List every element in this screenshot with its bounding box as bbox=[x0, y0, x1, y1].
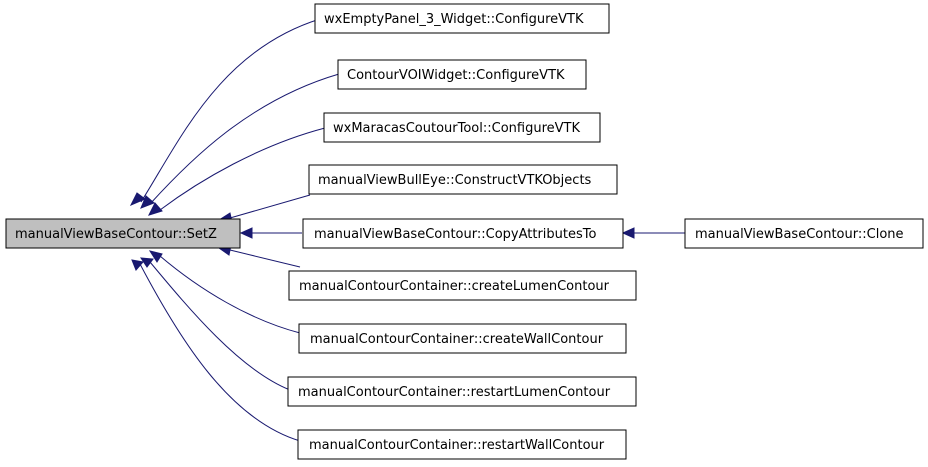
node-label: manualContourContainer::createLumenConto… bbox=[299, 279, 610, 294]
arrow-head-icon bbox=[140, 195, 155, 209]
node-copy-attrs[interactable]: manualViewBaseContour::CopyAttributesTo bbox=[302, 218, 624, 249]
arrow-head-icon bbox=[140, 257, 154, 268]
node-label: ContourVOIWidget::ConfigureVTK bbox=[347, 68, 565, 83]
edge-restart-wall bbox=[139, 263, 301, 442]
node-label: manualViewBaseContour::Clone bbox=[695, 227, 904, 242]
node-clone[interactable]: manualViewBaseContour::Clone bbox=[684, 218, 924, 249]
node-contour-voi[interactable]: ContourVOIWidget::ConfigureVTK bbox=[337, 59, 587, 90]
node-label: manualContourContainer::createWallContou… bbox=[310, 332, 604, 347]
node-maracas-tool[interactable]: wxMaracasCoutourTool::ConfigureVTK bbox=[323, 112, 601, 143]
node-label: manualViewBullEye::ConstructVTKObjects bbox=[318, 173, 592, 188]
node-create-lumen[interactable]: manualContourContainer::createLumenConto… bbox=[288, 270, 637, 301]
edge-restart-lumen bbox=[149, 261, 291, 391]
edge-empty-panel bbox=[140, 18, 321, 203]
node-empty-panel[interactable]: wxEmptyPanel_3_Widget::ConfigureVTK bbox=[314, 3, 610, 34]
arrow-head-icon bbox=[131, 259, 144, 271]
node-restart-lumen[interactable]: manualContourContainer::restartLumenCont… bbox=[287, 376, 637, 407]
node-restart-wall[interactable]: manualContourContainer::restartWallConto… bbox=[297, 429, 627, 460]
node-label: manualContourContainer::restartLumenCont… bbox=[298, 385, 611, 400]
node-bull-eye[interactable]: manualViewBullEye::ConstructVTKObjects bbox=[308, 164, 618, 195]
edge-contour-voi bbox=[149, 73, 340, 205]
node-label: wxEmptyPanel_3_Widget::ConfigureVTK bbox=[324, 12, 584, 27]
edge-create-wall bbox=[159, 255, 301, 334]
node-label: wxMaracasCoutourTool::ConfigureVTK bbox=[333, 121, 580, 136]
edge-maracas-tool bbox=[159, 127, 326, 211]
node-label: manualContourContainer::restartWallConto… bbox=[309, 438, 605, 453]
arrow-head-icon bbox=[148, 250, 163, 263]
node-label: manualViewBaseContour::CopyAttributesTo bbox=[314, 227, 597, 242]
arrow-head-icon bbox=[148, 202, 163, 216]
arrow-head-icon bbox=[129, 192, 146, 206]
node-label: manualViewBaseContour::SetZ bbox=[15, 227, 217, 242]
node-setz[interactable]: manualViewBaseContour::SetZ bbox=[5, 218, 241, 249]
arrow-head-icon bbox=[239, 227, 253, 239]
edges bbox=[129, 18, 685, 442]
edge-bull-eye bbox=[229, 194, 311, 219]
edge-create-lumen bbox=[229, 249, 301, 268]
arrow-head-icon bbox=[621, 227, 635, 239]
node-create-wall[interactable]: manualContourContainer::createWallContou… bbox=[298, 323, 627, 354]
